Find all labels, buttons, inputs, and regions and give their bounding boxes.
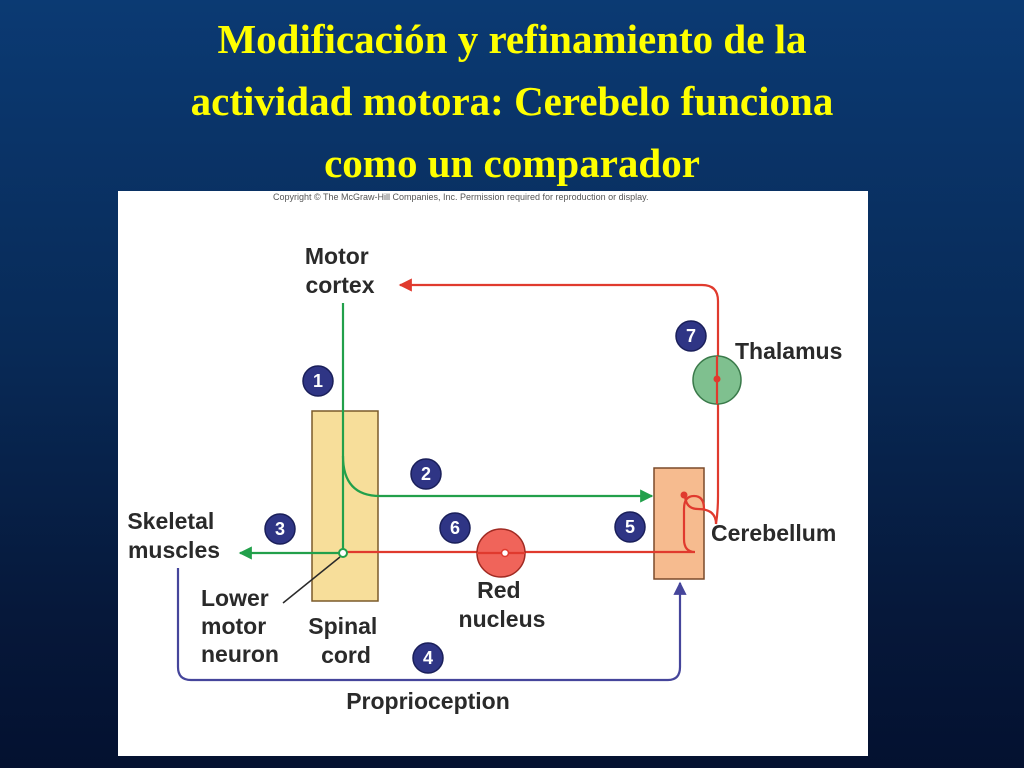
red-nucleus-label: Red nucleus xyxy=(459,577,546,632)
step-badge-1: 1 xyxy=(302,365,334,397)
svg-text:7: 7 xyxy=(686,326,696,346)
step-badge-2: 2 xyxy=(410,458,442,490)
motor-cortex-label: Motor cortex xyxy=(305,243,375,298)
cerebellum-block xyxy=(653,467,705,580)
cerebellum-comparator-diagram: Copyright © The McGraw-Hill Companies, I… xyxy=(118,191,868,756)
step-badge-3: 3 xyxy=(264,513,296,545)
spinal-cord-label: Spinal cord xyxy=(308,613,383,668)
step-badge-5: 5 xyxy=(614,511,646,543)
svg-text:1: 1 xyxy=(313,371,323,391)
cerebellum-output-arrow xyxy=(683,493,718,525)
svg-text:2: 2 xyxy=(421,464,431,484)
thalamus-label: Thalamus xyxy=(735,338,842,364)
svg-text:4: 4 xyxy=(423,648,433,668)
cerebellum-synapse xyxy=(680,491,688,499)
cerebellum-to-red-nucleus-arrow xyxy=(345,494,706,554)
step-badge-6: 6 xyxy=(439,512,471,544)
proprioception-arrow xyxy=(176,568,687,682)
step-badge-4: 4 xyxy=(412,642,444,674)
lower-motor-neuron-synapse xyxy=(338,548,348,558)
copy-to-cerebellum-arrow xyxy=(341,455,654,503)
red-nucleus-synapse xyxy=(500,548,510,558)
title-line-1: Modificación y refinamiento de la xyxy=(217,16,807,62)
copyright-notice: Copyright © The McGraw-Hill Companies, I… xyxy=(273,192,648,202)
thalamus-to-motor-cortex-arrow xyxy=(398,278,720,525)
thalamus-synapse xyxy=(713,375,721,383)
lower-motor-neuron-pointer xyxy=(282,556,341,604)
step-badge-7: 7 xyxy=(675,320,707,352)
proprioception-label: Proprioception xyxy=(346,688,510,714)
svg-text:3: 3 xyxy=(275,519,285,539)
title-line-3: como un comparador xyxy=(324,140,700,186)
title-line-2: actividad motora: Cerebelo funciona xyxy=(190,78,834,124)
svg-text:6: 6 xyxy=(450,518,460,538)
lower-motor-neuron-label: Lower motor neuron xyxy=(201,585,279,667)
cerebellum-label: Cerebellum xyxy=(711,520,836,546)
skeletal-muscles-label: Skeletal muscles xyxy=(127,508,220,563)
spinal-cord-block xyxy=(311,410,379,602)
svg-text:5: 5 xyxy=(625,517,635,537)
slide-title: Modificación y refinamiento de la activi… xyxy=(0,8,1024,194)
